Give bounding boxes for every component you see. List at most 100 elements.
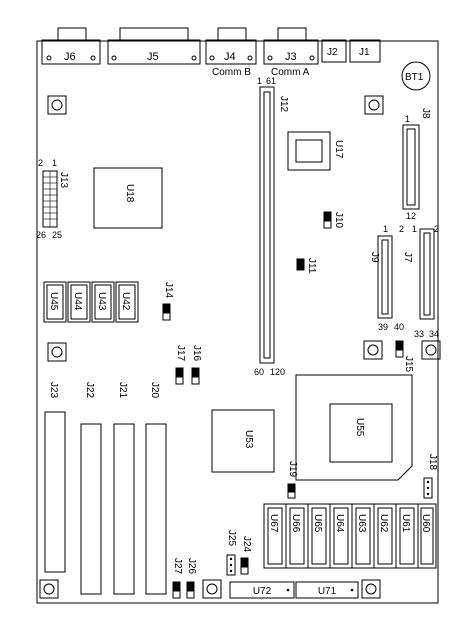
jumper-j27: J27 [172,558,183,599]
svg-text:40: 40 [394,322,404,332]
jumper-j19: J19 [287,461,298,499]
svg-text:J21: J21 [117,382,128,399]
svg-text:U63: U63 [356,514,367,533]
svg-text:1: 1 [412,224,417,234]
svg-text:26: 26 [36,230,46,240]
chip-u63: U63 [351,503,375,569]
chip-u65: U65 [307,503,331,569]
svg-text:U45: U45 [48,292,59,311]
svg-text:U72: U72 [253,586,272,597]
svg-text:1: 1 [257,76,262,86]
svg-text:1: 1 [383,224,388,234]
svg-text:1: 1 [52,158,57,168]
connector-j5: J5 [107,27,201,65]
svg-text:J10: J10 [333,212,344,229]
j7-label: J7 [402,252,413,263]
svg-text:U61: U61 [400,514,411,533]
chip-u62: U62 [373,503,397,569]
connector-j8: 1 12 J8 [402,108,431,221]
connector-j1: J1 [349,39,381,63]
svg-text:J11: J11 [306,258,317,274]
svg-text:120: 120 [270,367,285,377]
chip-u61: U61 [395,503,419,569]
j1-label: J1 [359,47,370,58]
j6-label: J6 [64,51,76,63]
svg-text:J24: J24 [241,536,252,553]
chip-row-bottom: U67 U66 U65 U64 U63 U62 U61 U60 [263,503,437,569]
svg-text:J19: J19 [287,461,298,478]
svg-text:U67: U67 [268,514,279,533]
svg-text:U64: U64 [334,514,345,533]
chip-u71: U71 [295,581,359,599]
jumper-j25: J25 [226,530,237,576]
svg-text:J27: J27 [172,558,183,575]
chip-u64: U64 [329,503,353,569]
jumper-j16: J16 [191,345,202,385]
chip-u72: U72 [229,581,295,599]
chip-u45: U45 [43,281,67,323]
svg-text:U65: U65 [312,514,323,533]
j4-label: J4 [224,51,236,63]
svg-text:60: 60 [254,367,264,377]
connector-j7: 1 2 33 34 J7 [402,224,439,339]
board-outline [36,40,439,604]
svg-text:U71: U71 [318,586,337,597]
bt1-label: BT1 [405,72,424,83]
chip-u55: U55 [295,374,413,481]
slot-j21: J21 [113,382,135,595]
chip-u44: U44 [67,281,91,323]
jumper-j24: J24 [240,536,252,575]
connector-j9: 1 2 39 40 J9 [369,224,404,332]
connector-j2: J2 [321,39,347,63]
svg-text:J14: J14 [163,282,174,299]
chip-u60: U60 [417,503,437,569]
jumper-j10: J10 [323,211,344,229]
jumper-j14: J14 [162,282,174,321]
jumper-j17: J17 [175,345,186,385]
j12-label: J12 [278,96,289,113]
battery-bt1: BT1 [401,61,431,91]
j3-label: J3 [285,51,297,63]
connector-j4: J4 Comm B [205,27,257,78]
svg-text:34: 34 [429,329,439,339]
svg-text:1: 1 [405,114,410,124]
svg-text:U60: U60 [420,514,431,533]
svg-text:2: 2 [434,224,439,234]
jumper-j11: J11 [296,258,317,274]
j2-label: J2 [327,47,338,58]
svg-text:U18: U18 [124,184,135,203]
j8-label: J8 [420,108,431,119]
svg-text:U62: U62 [378,514,389,533]
svg-text:J18: J18 [427,454,438,471]
svg-text:J17: J17 [175,345,186,362]
connector-j13: 2 1 26 25 J13 [36,158,69,240]
connector-j3: J3 Comm A [263,27,319,78]
svg-text:U55: U55 [354,418,365,437]
svg-text:U17: U17 [333,140,344,159]
svg-text:U42: U42 [120,292,131,311]
svg-text:2: 2 [38,158,43,168]
svg-text:U53: U53 [243,430,254,449]
connector-j6: J6 [41,27,101,65]
chip-u18: U18 [93,167,163,229]
chip-u17: U17 [287,131,344,171]
j13-label: J13 [58,172,69,189]
jumper-j15: J15 [395,340,414,373]
chip-u53: U53 [211,409,275,473]
chip-u42: U42 [115,281,139,323]
slot-j23: J23 [44,382,66,573]
svg-text:12: 12 [406,211,416,221]
svg-text:U43: U43 [96,292,107,311]
svg-text:J20: J20 [149,382,160,399]
j5-label: J5 [147,51,159,63]
jumper-j26: J26 [186,558,197,599]
slot-j20: J20 [145,382,167,595]
svg-text:J25: J25 [226,530,237,547]
jumper-j18: J18 [423,454,438,499]
comm-b-label: Comm B [212,67,251,78]
svg-text:U66: U66 [290,514,301,533]
svg-text:33: 33 [414,329,424,339]
svg-text:25: 25 [52,230,62,240]
svg-text:39: 39 [378,322,388,332]
